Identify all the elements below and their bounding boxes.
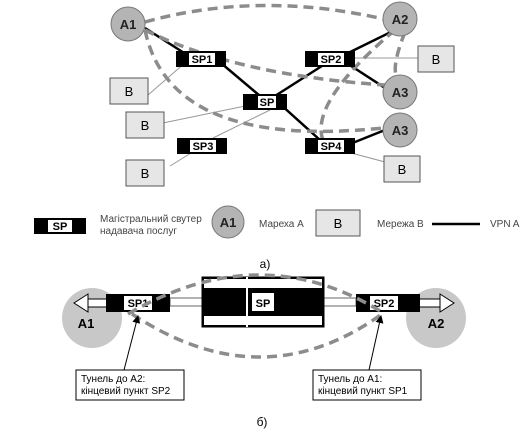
callout-left-line1: Тунель до A2: bbox=[81, 374, 145, 385]
site-a3-top: A3 bbox=[382, 74, 418, 110]
router-sp3: SP3 bbox=[177, 138, 227, 154]
site-a3-bottom: A3 bbox=[382, 112, 418, 148]
legend-mark-a-text: Мареха А bbox=[259, 219, 304, 230]
vpn-tunnels-b bbox=[127, 273, 386, 359]
legend-router-symbol: SP bbox=[53, 221, 68, 233]
site-b-5: B bbox=[383, 155, 421, 183]
site-b-1: B bbox=[109, 77, 149, 105]
legend-router: SP bbox=[34, 218, 86, 234]
legend-mark-b-text: Мережа В bbox=[377, 219, 424, 230]
callout-left-line2: кінцевий пункт SP2 bbox=[81, 386, 171, 397]
router-sp4: SP4 bbox=[305, 138, 355, 154]
callout-right-arrow bbox=[368, 315, 384, 371]
router-sp1-label: SP1 bbox=[192, 54, 213, 66]
site-a3-bottom-label: A3 bbox=[392, 123, 409, 138]
router-sp2-b-label: SP2 bbox=[374, 298, 395, 310]
router-sp2-label: SP2 bbox=[321, 54, 342, 66]
router-sp3-label: SP3 bbox=[193, 141, 214, 153]
site-b-2: B bbox=[125, 111, 165, 139]
site-a2: A2 bbox=[382, 1, 418, 37]
legend-router-text-1: Магістральний свутер bbox=[100, 214, 202, 225]
callout-right: Тунель до A1: кінцевий пункт SP1 bbox=[312, 369, 422, 401]
caption-a: а) bbox=[260, 257, 271, 271]
legend-vpn-text: VPN A bbox=[490, 219, 520, 230]
router-sp2: SP2 bbox=[305, 51, 355, 67]
site-a1: A1 bbox=[110, 6, 146, 42]
site-a3-top-label: A3 bbox=[392, 85, 409, 100]
callout-left: Тунель до A2: кінцевий пункт SP2 bbox=[75, 369, 185, 401]
site-b-4-label: B bbox=[432, 52, 441, 67]
site-b-4: B bbox=[417, 45, 455, 73]
legend-mark-b: B bbox=[315, 209, 361, 237]
router-sp4-label: SP4 bbox=[321, 141, 343, 153]
router-sp-label: SP bbox=[260, 97, 275, 109]
router-sp-b-label: SP bbox=[256, 298, 271, 310]
router-sp-b: SP bbox=[201, 276, 325, 328]
site-a2-label: A2 bbox=[392, 12, 409, 27]
site-a1-b-label: A1 bbox=[78, 316, 95, 331]
site-a2-b-label: A2 bbox=[428, 316, 445, 331]
callout-left-arrow bbox=[123, 315, 141, 371]
site-b-3-label: B bbox=[141, 166, 150, 181]
site-a1-label: A1 bbox=[120, 17, 137, 32]
legend-router-text-2: надавача послуг bbox=[100, 226, 177, 237]
legend-mark-a: A1 bbox=[211, 205, 245, 239]
legend-mark-b-symbol: B bbox=[334, 216, 343, 231]
legend-mark-a-symbol: A1 bbox=[220, 215, 237, 230]
callout-right-line1: Тунель до A1: bbox=[318, 374, 382, 385]
site-b-1-label: B bbox=[125, 84, 134, 99]
site-b-3: B bbox=[125, 159, 165, 187]
router-sp: SP bbox=[243, 94, 287, 110]
site-b-2-label: B bbox=[141, 118, 150, 133]
caption-b: б) bbox=[257, 415, 268, 429]
site-b-5-label: B bbox=[398, 162, 407, 177]
legend: SP Магістральний свутер надавача послуг … bbox=[34, 205, 520, 239]
callout-right-line2: кінцевий пункт SP1 bbox=[318, 386, 408, 397]
router-sp1: SP1 bbox=[176, 51, 226, 67]
